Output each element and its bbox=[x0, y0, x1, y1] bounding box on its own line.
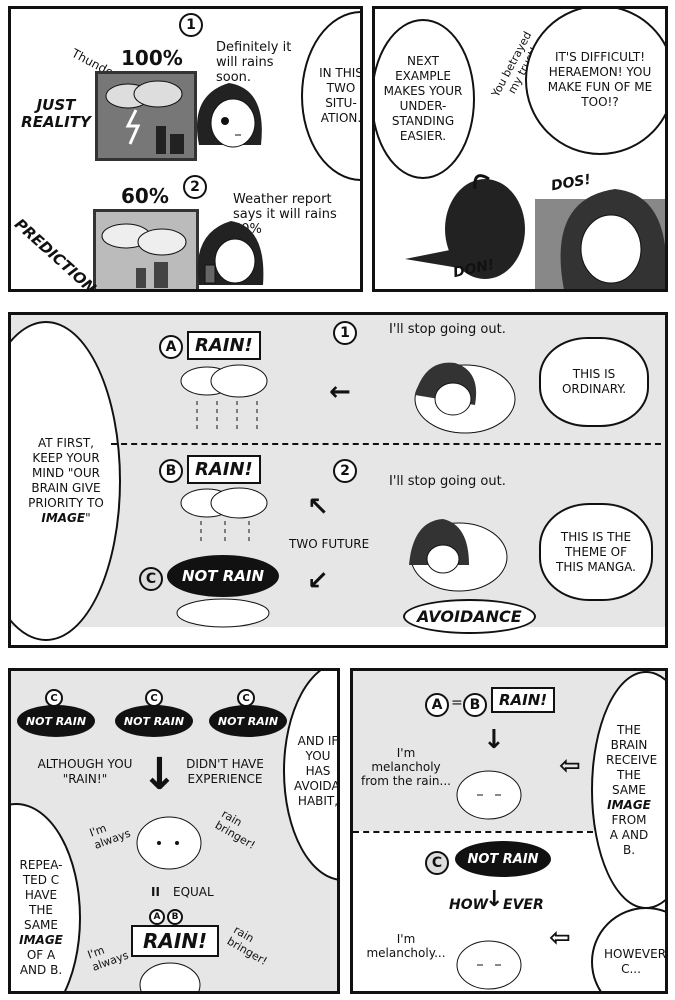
dashed-divider bbox=[111, 443, 665, 445]
label-a-badge: A bbox=[159, 335, 183, 359]
rain-burst: RAIN! bbox=[491, 687, 556, 713]
rain-burst: RAIN! bbox=[131, 925, 220, 957]
brain-character-2 bbox=[139, 962, 201, 991]
cloud-icon bbox=[101, 223, 187, 288]
rain-cloud-b bbox=[180, 487, 268, 543]
brain-character-sad-1 bbox=[456, 770, 522, 820]
percent-60-label: 60% bbox=[121, 184, 169, 208]
image-word: IMAGE bbox=[607, 797, 651, 812]
repeated-text: REPEA-TED C HAVE THE SAME bbox=[19, 858, 63, 932]
stop-going-out-2: I'll stop going out. bbox=[389, 474, 506, 489]
ordinary-text: THIS IS ORDINARY. bbox=[561, 367, 627, 396]
not-rain-tag: NOT RAIN bbox=[167, 555, 279, 597]
number-1-badge: 1 bbox=[179, 13, 203, 37]
storm-cloud-icon bbox=[105, 80, 184, 154]
cloudy-window bbox=[93, 209, 199, 289]
not-rain-tag-2: NOT RAIN bbox=[115, 705, 193, 737]
equal-text: EQUAL bbox=[173, 885, 214, 899]
speech-bubble-next-example: NEXT EXAMPLE MAKES YOUR UNDER-STANDING E… bbox=[375, 19, 475, 179]
from-ab-text: FROM A AND B. bbox=[609, 812, 649, 857]
brain-character-sad-2 bbox=[456, 940, 522, 990]
down-arrow-icon: ↓ bbox=[141, 749, 178, 800]
ab-b-badge: B bbox=[167, 909, 183, 925]
speech-bubble-difficult: IT'S DIFFICULT! HERAEMON! YOU MAKE FUN O… bbox=[525, 9, 665, 155]
down-arrow-icon-2: ↓ bbox=[485, 887, 504, 912]
image-word: IMAGE bbox=[19, 933, 63, 947]
rain-cloud-a bbox=[180, 364, 268, 433]
brain-character-1 bbox=[136, 816, 202, 870]
left-arrow-icon: ← bbox=[329, 377, 351, 407]
quote-end: " bbox=[85, 511, 91, 525]
panel-two-future: AT FIRST, KEEP YOUR MIND "OUR BRAIN GIVE… bbox=[8, 312, 668, 648]
worried-girl-figure bbox=[189, 75, 269, 155]
phone-girl-figure bbox=[191, 215, 269, 287]
number-1-badge: 1 bbox=[333, 321, 357, 345]
not-rain-tag: NOT RAIN bbox=[455, 841, 551, 877]
at-first-text: AT FIRST, KEEP YOUR MIND "OUR BRAIN GIVE… bbox=[28, 436, 104, 510]
ab-a-badge: A bbox=[149, 909, 165, 925]
two-future-text: TWO FUTURE bbox=[289, 537, 370, 551]
speech-bubble-in-this: IN THIS TWO SITU-ATION. bbox=[301, 11, 363, 181]
however-text: HOWEVER, C... bbox=[604, 947, 668, 976]
didnt-have-text: DIDN'T HAVE EXPERIENCE bbox=[186, 757, 264, 786]
speech-bubble-theme: THIS IS THE THEME OF THIS MANGA. bbox=[539, 503, 653, 601]
in-this-text: IN THIS TWO SITU-ATION. bbox=[319, 66, 363, 125]
not-rain-tag-1: NOT RAIN bbox=[17, 705, 95, 737]
a-badge: A bbox=[425, 693, 449, 717]
fighting-characters bbox=[405, 159, 665, 289]
stormy-window bbox=[95, 71, 197, 161]
equal-sign: II bbox=[151, 885, 160, 899]
melancholy-text-2: I'm melancholy... bbox=[366, 932, 446, 960]
percent-100-label: 100% bbox=[121, 46, 183, 70]
label-c-badge: C bbox=[139, 567, 163, 591]
panel-next-example: NEXT EXAMPLE MAKES YOUR UNDER-STANDING E… bbox=[372, 6, 668, 292]
speech-bubble-ordinary: THIS IS ORDINARY. bbox=[539, 337, 649, 427]
brain-receive-text: THE BRAIN RECEIVE THE SAME bbox=[606, 722, 658, 797]
of-ab-text: OF A AND B. bbox=[19, 948, 63, 977]
rain-b-burst: RAIN! bbox=[187, 455, 261, 484]
avoidance-label: AVOIDANCE bbox=[403, 599, 536, 634]
just-reality-label: JUST REALITY bbox=[21, 96, 91, 131]
ever-text: EVER bbox=[503, 897, 544, 913]
lying-girl-figure bbox=[414, 362, 516, 434]
although-text: ALTHOUGH YOU "RAIN!" bbox=[37, 757, 133, 786]
stop-going-out-1: I'll stop going out. bbox=[389, 322, 506, 337]
dashed-divider bbox=[353, 831, 593, 833]
equals-sign: = bbox=[451, 695, 463, 711]
speech-bubble-brain-receive: THE BRAIN RECEIVE THE SAME IMAGE FROM A … bbox=[591, 671, 665, 909]
melancholy-text-1: I'm melancholy from the rain... bbox=[361, 746, 451, 788]
panel-brain-receives: A = B RAIN! ↓ I'm melancholy from the ra… bbox=[350, 668, 668, 994]
left-arrow-icon-1: ⇦ bbox=[559, 751, 581, 781]
theme-text: THIS IS THE THEME OF THIS MANGA. bbox=[556, 529, 636, 574]
number-2-badge: 2 bbox=[183, 175, 207, 199]
hiding-girl-figure bbox=[409, 519, 508, 592]
next-example-text: NEXT EXAMPLE MAKES YOUR UNDER-STANDING E… bbox=[383, 54, 463, 143]
how-text: HOW bbox=[449, 897, 489, 913]
image-word: IMAGE bbox=[41, 511, 86, 525]
label-b-badge: B bbox=[159, 459, 183, 483]
speech-bubble-however: HOWEVER, C... bbox=[591, 907, 668, 991]
down-arrow-icon: ↓ bbox=[483, 725, 505, 755]
left-arrow-icon-2: ⇦ bbox=[549, 923, 571, 953]
panel-avoidance-habit: C NOT RAIN C NOT RAIN C NOT RAIN AND IF … bbox=[8, 668, 340, 994]
prediction-label: PREDICTION bbox=[10, 215, 100, 292]
b-badge: B bbox=[463, 693, 487, 717]
rain-a-burst: RAIN! bbox=[187, 331, 261, 360]
and-if-text: AND IF YOU HAS AVOIDANCE HABIT, bbox=[294, 733, 340, 808]
cloud-c bbox=[176, 598, 270, 628]
c-badge: C bbox=[425, 851, 449, 875]
number-2-badge: 2 bbox=[333, 459, 357, 483]
definitely-text: Definitely it will rains soon. bbox=[216, 40, 292, 85]
panel-weather-examples: 1 100% Thunder! Definitely it will rains… bbox=[8, 6, 363, 292]
difficult-text: IT'S DIFFICULT! HERAEMON! YOU MAKE FUN O… bbox=[547, 50, 653, 109]
not-rain-tag-3: NOT RAIN bbox=[209, 705, 287, 737]
